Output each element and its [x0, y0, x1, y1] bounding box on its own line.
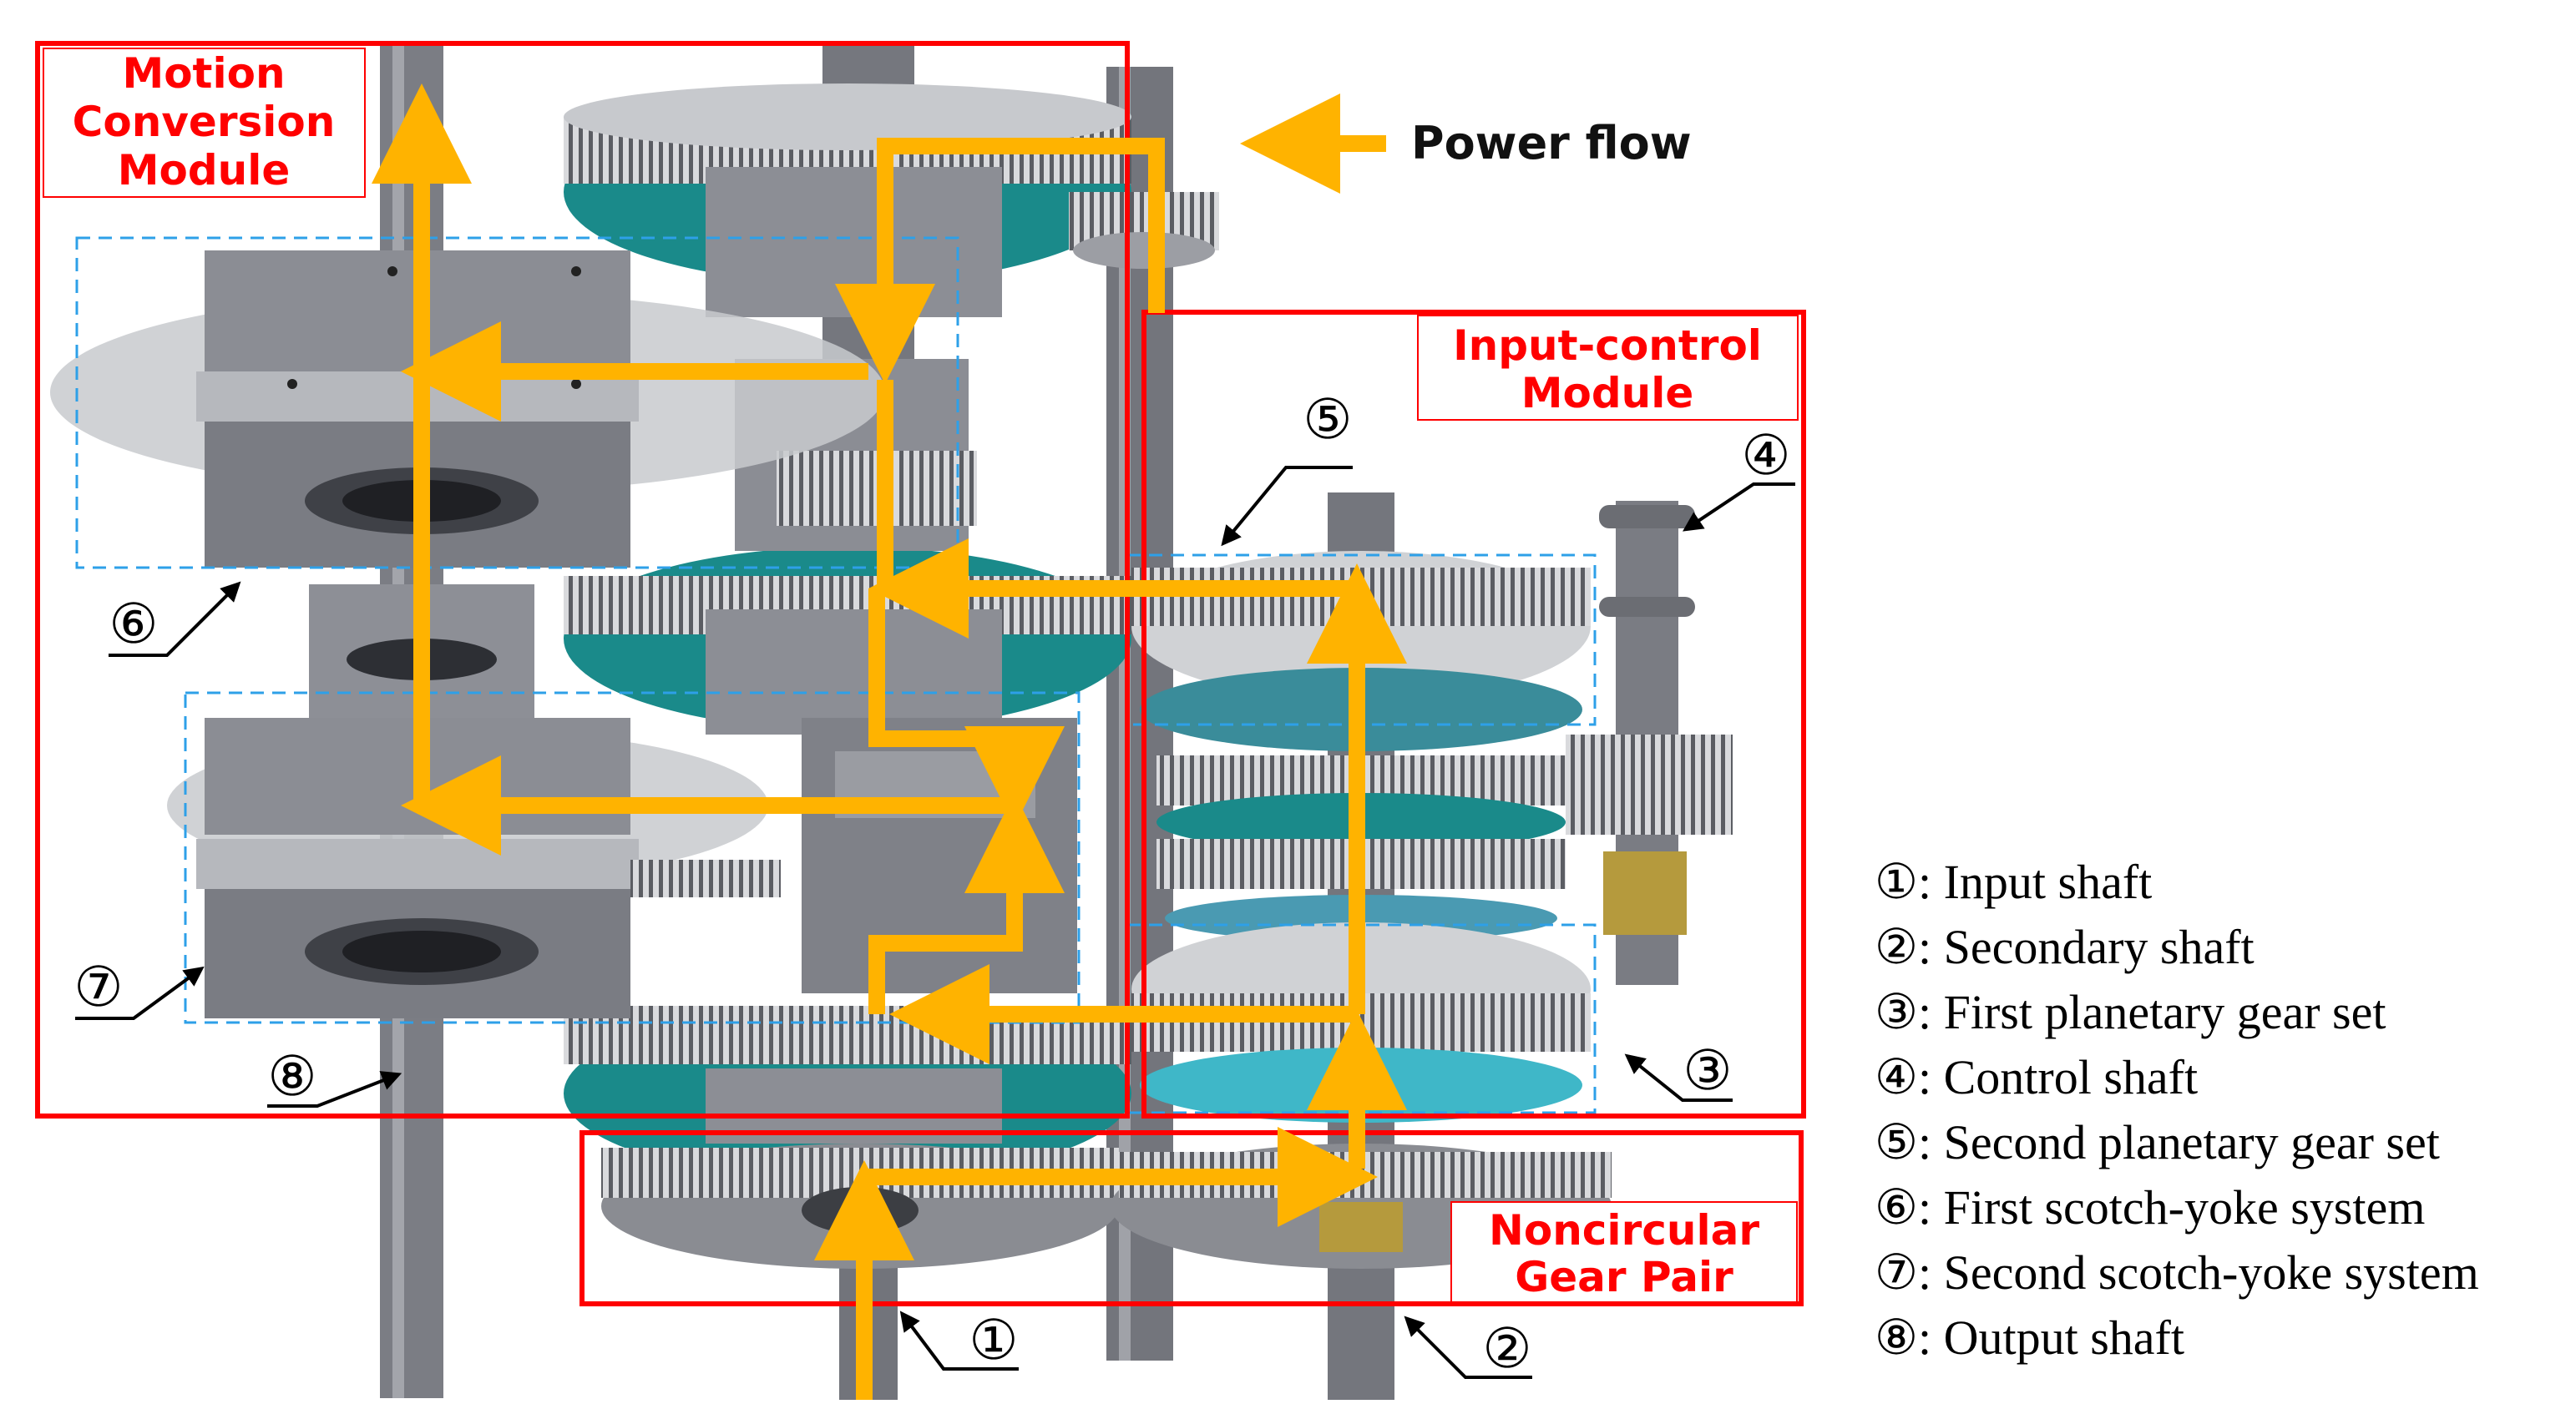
middle-gear — [564, 547, 1131, 735]
legend-item-6: ⑥: First scotch-yoke system — [1875, 1180, 2425, 1235]
callout-4: ④ — [1741, 426, 1790, 487]
noncircular-line1: Noncircular — [1489, 1206, 1759, 1255]
legend: ①: Input shaft ②: Secondary shaft ③: Fir… — [1875, 855, 2479, 1365]
control-gear — [1566, 735, 1733, 935]
motion-module-line1: Motion — [122, 49, 285, 98]
module-labels: Motion Conversion Module Input-control M… — [73, 49, 1762, 1301]
legend-item-3: ③: First planetary gear set — [1875, 985, 2386, 1039]
legend-item-4: ④: Control shaft — [1875, 1050, 2198, 1104]
callout-6: ⑥ — [109, 594, 158, 655]
legend-item-8: ⑧: Output shaft — [1875, 1311, 2184, 1365]
callout-8: ⑧ — [267, 1047, 316, 1108]
noncircular-module-border — [579, 1130, 1804, 1306]
input-control-line2: Module — [1521, 369, 1694, 417]
legend-item-2: ②: Secondary shaft — [1875, 920, 2255, 974]
callout-1: ① — [969, 1311, 1018, 1371]
callout-3: ③ — [1683, 1041, 1732, 1102]
lower-gear — [564, 1006, 1131, 1181]
flow-middle-down — [868, 588, 1065, 826]
motion-module-line3: Module — [118, 146, 291, 194]
callout-leaders — [75, 466, 1795, 1379]
module-label-boxes — [43, 48, 1799, 1303]
legend-item-7: ⑦: Second scotch-yoke system — [1875, 1245, 2479, 1300]
scotch-yoke-2-drawing — [167, 718, 781, 1018]
module-borders — [35, 41, 1806, 1306]
legend-item-1: ①: Input shaft — [1875, 855, 2152, 909]
input-control-module-border — [1141, 310, 1806, 1119]
scotch-yoke-2-box — [184, 691, 1081, 1024]
scotch-yoke-1-box — [75, 236, 959, 569]
motion-module-border — [35, 41, 1130, 1119]
power-flow-label: Power flow — [1411, 117, 1692, 169]
callout-5: ⑤ — [1303, 390, 1352, 451]
noncircular-line2: Gear Pair — [1515, 1253, 1733, 1301]
flow-lower-gear-up — [868, 793, 1065, 1014]
motion-module-line2: Conversion — [73, 98, 336, 146]
callout-7: ⑦ — [73, 957, 123, 1018]
callout-numbers: ① ② ③ ④ ⑤ ⑥ ⑦ ⑧ — [73, 390, 1790, 1380]
flow-top-path — [835, 138, 1165, 384]
legend-item-5: ⑤: Second planetary gear set — [1875, 1115, 2440, 1169]
input-control-line1: Input-control — [1453, 321, 1762, 370]
small-top-gear — [1069, 192, 1219, 269]
callout-2: ② — [1482, 1319, 1531, 1380]
power-flow-arrows — [372, 83, 1407, 1400]
upper-gear — [564, 83, 1131, 317]
